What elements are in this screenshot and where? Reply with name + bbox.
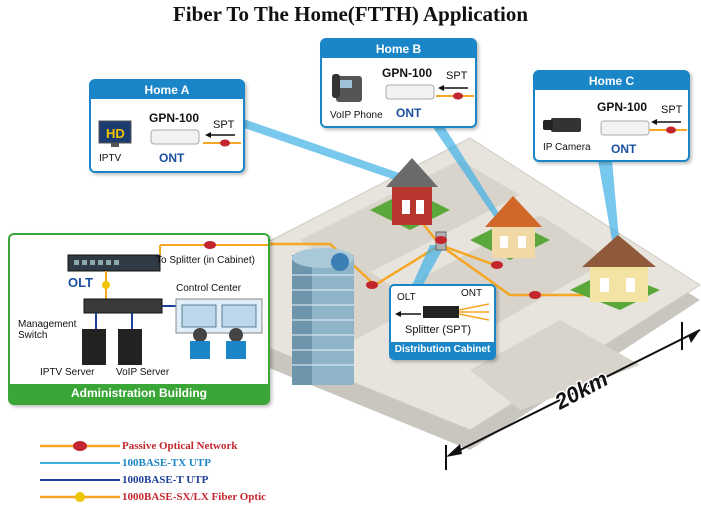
tv-icon: HD xyxy=(98,120,132,147)
house-b xyxy=(485,196,542,258)
distance-dimension xyxy=(445,322,701,470)
home-c-card: Home C IP Camera GPN-100 ONT SPT xyxy=(533,70,690,162)
home-c-ont: ONT xyxy=(611,142,637,156)
home-c-model: GPN-100 xyxy=(597,100,648,114)
house-a xyxy=(386,158,438,225)
home-b-device: VoIP Phone xyxy=(330,110,383,121)
home-b-card: Home B VoIP Phone GPN-100 ONT SPT xyxy=(320,38,477,128)
home-c-header: Home C xyxy=(535,72,688,90)
legend-swatches xyxy=(40,441,120,502)
ont-device-icon xyxy=(385,84,435,100)
control-center-label: Control Center xyxy=(176,283,242,294)
admin-devices-drawing xyxy=(67,241,268,365)
home-a-model: GPN-100 xyxy=(149,111,200,125)
management-switch-label: Management Switch xyxy=(18,319,77,341)
ont-device-icon xyxy=(150,129,200,145)
cabinet-splitter-label: Splitter (SPT) xyxy=(405,324,472,336)
home-b-ont: ONT xyxy=(396,106,422,120)
distribution-cabinet-panel: OLT ONT Splitter (SPT) Distribution Cabi… xyxy=(389,284,496,360)
olt-label: OLT xyxy=(68,275,94,290)
svg-text:HD: HD xyxy=(106,126,125,141)
page-title: Fiber To The Home(FTTH) Application xyxy=(172,2,529,26)
home-a-header: Home A xyxy=(91,81,243,99)
admin-tower xyxy=(292,248,354,385)
home-c-device: IP Camera xyxy=(543,142,591,153)
spt-arrow-icon xyxy=(436,85,474,100)
administration-building-footer: Administration Building xyxy=(10,384,268,403)
legend-pon: Passive Optical Network xyxy=(122,440,238,452)
home-a-ont: ONT xyxy=(159,151,185,165)
ont-device-icon xyxy=(600,120,650,136)
distribution-cabinet-footer: Distribution Cabinet xyxy=(391,342,494,358)
voip-phone-icon xyxy=(332,74,362,102)
home-b-model: GPN-100 xyxy=(382,66,433,80)
house-c xyxy=(582,235,656,302)
cabinet-olt-label: OLT xyxy=(397,292,416,303)
splitter-device-icon xyxy=(395,303,490,321)
legend-1000base-t: 1000BASE-T UTP xyxy=(122,474,209,486)
ip-camera-icon xyxy=(543,118,581,132)
cabinet-ont-label: ONT xyxy=(461,288,483,299)
spt-arrow-icon xyxy=(203,132,241,147)
legend-100base-tx: 100BASE-TX UTP xyxy=(122,457,211,469)
voip-server-label: VoIP Server xyxy=(116,367,170,378)
spt-arrow-icon xyxy=(649,119,687,134)
voip-server-icon xyxy=(118,329,142,365)
home-a-spt: SPT xyxy=(213,119,235,131)
legend: Passive Optical Network 100BASE-TX UTP 1… xyxy=(30,438,330,504)
to-splitter-label: To Splitter (in Cabinet) xyxy=(156,255,255,266)
home-c-spt: SPT xyxy=(661,104,683,116)
home-b-header: Home B xyxy=(322,40,475,58)
home-b-spt: SPT xyxy=(446,70,468,82)
home-a-card: Home A HD IPTV GPN-100 ONT SPT xyxy=(89,79,245,173)
iptv-server-icon xyxy=(82,329,106,365)
home-a-device: IPTV xyxy=(99,153,122,164)
legend-fiber-optic: 1000BASE-SX/LX Fiber Optic xyxy=(122,491,267,503)
administration-building-panel: To Splitter (in Cabinet) OLT Control Cen… xyxy=(8,233,270,405)
iptv-server-label: IPTV Server xyxy=(40,367,95,378)
